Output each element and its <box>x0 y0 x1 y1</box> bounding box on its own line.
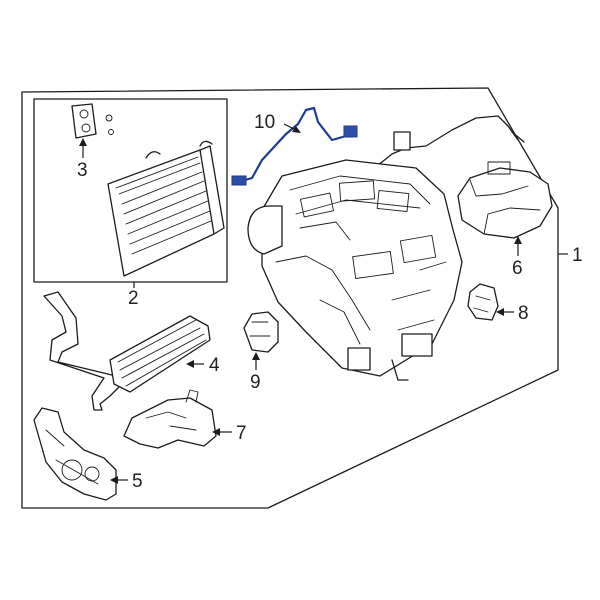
heater-core-part[interactable] <box>43 291 211 411</box>
lower-duct-part-5[interactable] <box>33 407 117 501</box>
callout-8: 8 <box>518 303 529 324</box>
callout-9: 9 <box>250 372 261 393</box>
callout-7: 7 <box>236 423 247 444</box>
hvac-housing-part[interactable] <box>247 159 463 381</box>
callout-3: 3 <box>77 160 88 181</box>
callout-6: 6 <box>512 258 523 279</box>
actuator-part-9[interactable] <box>243 311 279 353</box>
evaporator-core-part[interactable] <box>107 140 225 277</box>
expansion-valve-part[interactable] <box>71 103 114 139</box>
callout-1: 1 <box>572 245 583 266</box>
sensor-wire <box>371 115 525 171</box>
callout-10: 10 <box>254 112 275 133</box>
actuator-part-8[interactable] <box>467 283 499 321</box>
callout-4: 4 <box>209 355 220 376</box>
callout-2: 2 <box>128 288 139 309</box>
callout-5: 5 <box>132 471 143 492</box>
callout-leaders <box>79 123 568 484</box>
assembly-frame <box>21 87 559 509</box>
duct-part-7[interactable] <box>123 389 217 449</box>
blower-duct-part[interactable] <box>457 161 553 239</box>
evaporator-subbox <box>33 98 228 283</box>
wiring-harness-part[interactable] <box>231 106 358 186</box>
